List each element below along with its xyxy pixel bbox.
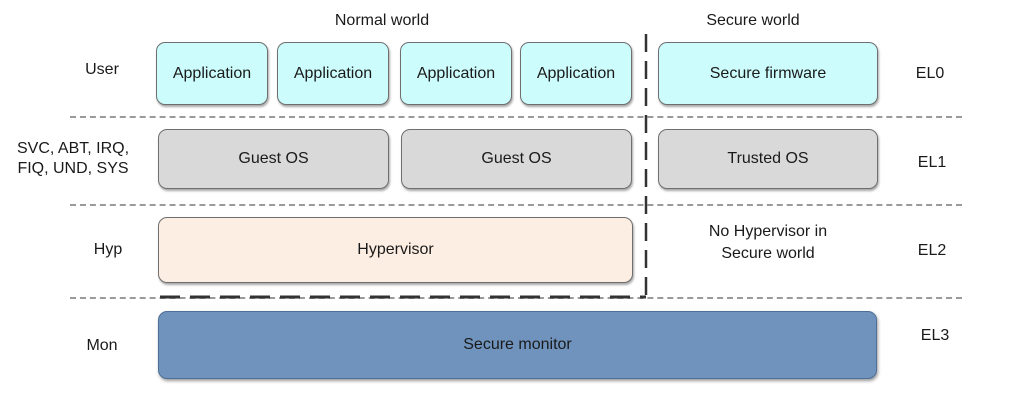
mode-label-svc: SVC, ABT, IRQ, FIQ, UND, SYS [16, 140, 130, 177]
application-label: Application [416, 64, 496, 82]
trusted-os-label: Trusted OS [727, 150, 809, 167]
exception-level-el3: EL3 [920, 327, 950, 344]
guest-os-label: Guest OS [481, 150, 552, 167]
guest-os-box-2: Guest OS [401, 129, 632, 189]
secure-world-header: Secure world [706, 12, 800, 29]
application-label: Application [172, 64, 252, 82]
trusted-os-box: Trusted OS [658, 129, 878, 189]
application-box-4: Application [520, 42, 632, 105]
hypervisor-label: Hypervisor [357, 241, 434, 258]
guest-os-label: Guest OS [238, 150, 309, 167]
application-box-1: Application [156, 42, 268, 105]
level-separator-el2-el3 [70, 297, 962, 299]
secure-firmware-label: Secure firmware [709, 64, 827, 82]
guest-os-box-1: Guest OS [158, 129, 389, 189]
application-box-2: Application [277, 42, 389, 105]
exception-level-el2: EL2 [917, 242, 947, 259]
exception-level-el0: EL0 [915, 65, 945, 82]
mode-label-hyp: Hyp [93, 241, 123, 258]
level-separator-el0-el1 [70, 116, 962, 118]
no-hypervisor-note: No Hypervisor in Secure world [708, 223, 828, 262]
application-box-3: Application [400, 42, 512, 105]
secure-monitor-box: Secure monitor [158, 311, 877, 379]
level-separator-el1-el2 [70, 204, 962, 206]
application-label: Application [293, 64, 373, 82]
secure-firmware-box: Secure firmware [658, 42, 878, 105]
mode-label-mon: Mon [86, 337, 118, 354]
mode-label-user: User [85, 61, 119, 78]
exception-level-el1: EL1 [917, 154, 947, 171]
hypervisor-box: Hypervisor [158, 217, 633, 283]
normal-world-header: Normal world [334, 12, 430, 29]
secure-monitor-label: Secure monitor [463, 336, 572, 353]
application-label: Application [536, 64, 616, 82]
